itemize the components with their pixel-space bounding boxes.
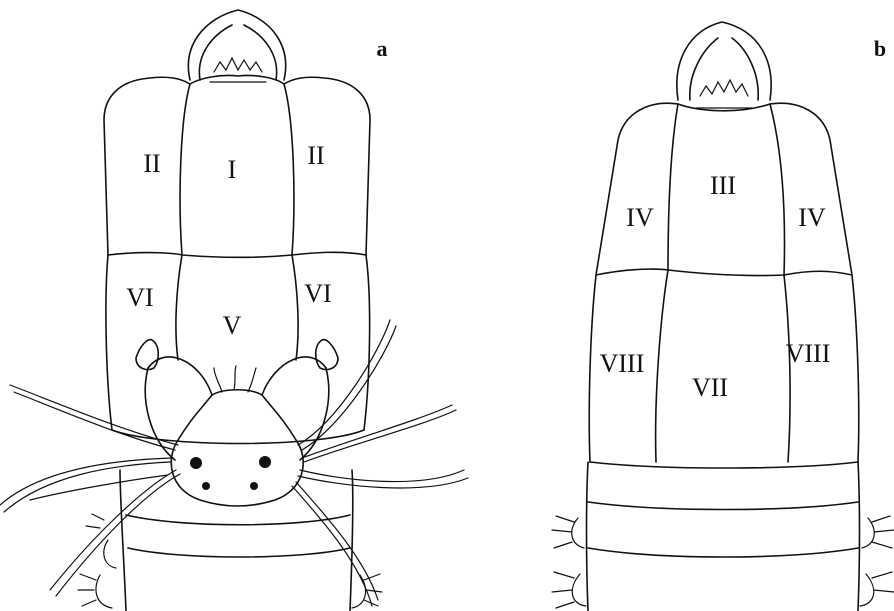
segment-label-b-center-lower: VII: [692, 373, 728, 402]
segment-label-a-center-upper: I: [228, 155, 237, 184]
segment-label-a-left-lower: VI: [126, 283, 153, 312]
segment-label-b-right-lower: VIII: [786, 339, 831, 368]
panel-b: III IV IV VIII VII VIII b: [552, 22, 894, 611]
panel-a-prostomium: [136, 340, 338, 506]
segment-label-a-left-upper: II: [143, 149, 160, 178]
panel-a: II I II VI V VI a: [0, 10, 468, 611]
panel-a-body-rings: [78, 470, 382, 611]
segment-label-b-left-upper: IV: [626, 203, 654, 232]
segment-label-b-right-upper: IV: [798, 203, 826, 232]
panel-b-jaws: [677, 22, 771, 108]
segment-label-a-right-upper: II: [307, 141, 324, 170]
panel-label-a: a: [377, 36, 388, 61]
segment-label-a-right-lower: VI: [304, 279, 331, 308]
segment-label-b-left-lower: VIII: [600, 349, 645, 378]
panel-b-body-rings: [552, 462, 894, 611]
panel-a-tentacles: [0, 320, 468, 606]
panel-label-b: b: [874, 36, 886, 61]
segment-label-a-center-lower: V: [223, 311, 242, 340]
panel-a-jaws: [188, 10, 285, 82]
segment-label-b-center-upper: III: [710, 171, 736, 200]
